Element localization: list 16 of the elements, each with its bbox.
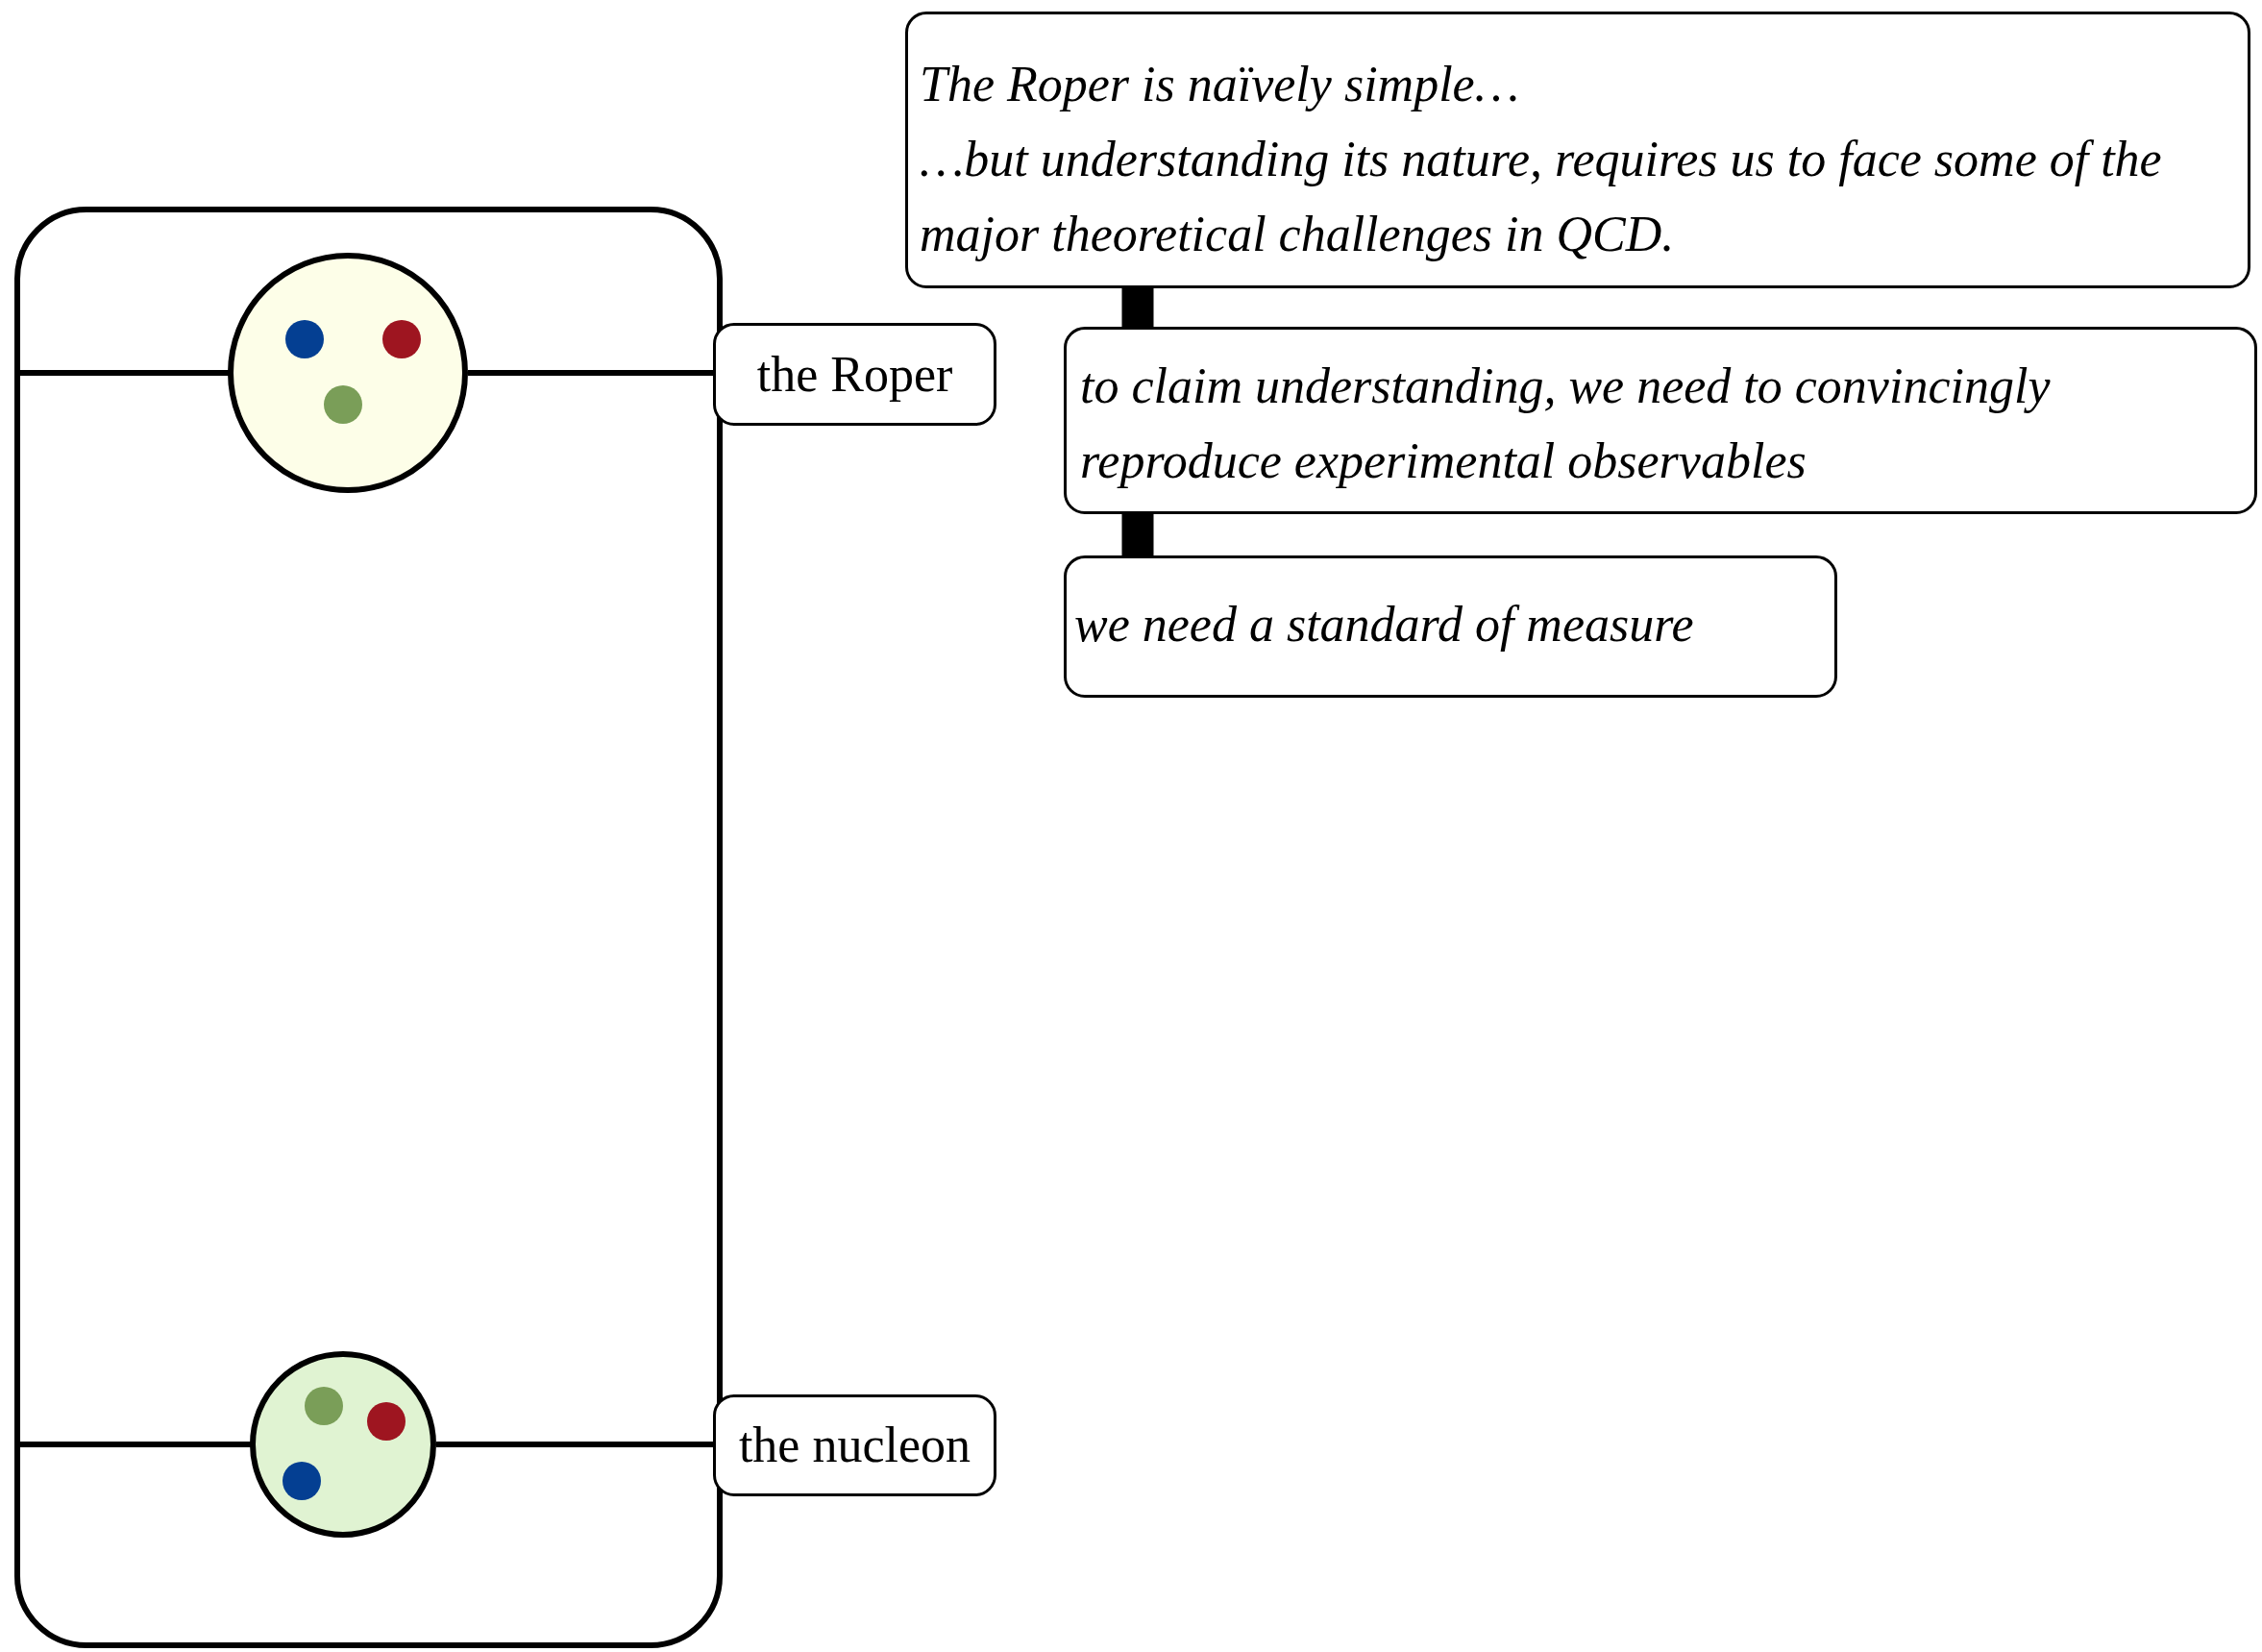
statement-text: …but understanding its nature, requires us to face some of the major theoretical challenges in QCD.: [920, 131, 2163, 263]
state-label: the Roper: [756, 345, 953, 404]
text-box: [905, 12, 2250, 288]
connector-bar: [1121, 288, 1154, 327]
level-frame: [14, 207, 723, 1648]
text-box: [1064, 327, 2257, 514]
statement-text: we need a standard of measure: [1074, 596, 1695, 653]
connector-bar: [1121, 514, 1154, 555]
label-box: [713, 1394, 996, 1496]
label-box: [713, 323, 996, 426]
state-label: the nucleon: [738, 1417, 971, 1474]
text-box: [1064, 555, 1837, 698]
statement-text: to claim understanding, we need to convincingly reproduce experimental observables: [1080, 358, 2052, 490]
level-line: [468, 370, 713, 376]
statement-text: The Roper is naïvely simple…: [920, 56, 1520, 113]
level-line: [436, 1442, 713, 1447]
